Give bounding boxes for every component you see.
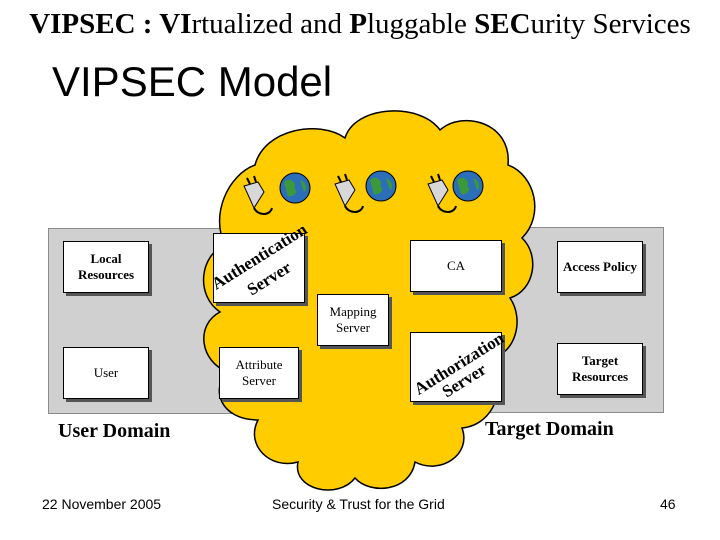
slide-title: VIPSEC : VIrtualized and Pluggable SECur…: [0, 8, 720, 41]
footer-center: Security & Trust for the Grid: [272, 496, 445, 512]
plug-globe-icon: [427, 170, 484, 213]
title-segment: VIPSEC :: [29, 8, 160, 40]
title-segment: urity Services: [530, 8, 691, 40]
user-domain-label: User Domain: [58, 420, 171, 442]
authorization-server-box: [410, 332, 502, 402]
title-segment: rtualized and: [191, 8, 350, 40]
slide-subtitle: VIPSEC Model: [52, 58, 333, 105]
mapping-server-box: Mapping Server: [317, 294, 389, 346]
title-segment: SEC: [474, 8, 531, 40]
plug-globe-icon: [334, 170, 397, 213]
access-policy-box: Access Policy: [557, 241, 643, 293]
attribute-server-box: Attribute Server: [219, 347, 299, 399]
target-resources-box: Target Resources: [557, 343, 643, 395]
page-number: 46: [660, 496, 676, 512]
ca-box: CA: [410, 240, 502, 292]
target-domain-label: Target Domain: [485, 418, 614, 440]
footer-date: 22 November 2005: [42, 496, 162, 512]
user-box: User: [63, 347, 149, 399]
title-segment: luggable: [366, 8, 475, 40]
plug-globe-icon: [243, 172, 311, 215]
authentication-server-box: [213, 233, 305, 303]
local-resources-box: Local Resources: [63, 241, 149, 293]
title-segment: P: [349, 8, 367, 40]
title-segment: VI: [159, 8, 192, 40]
